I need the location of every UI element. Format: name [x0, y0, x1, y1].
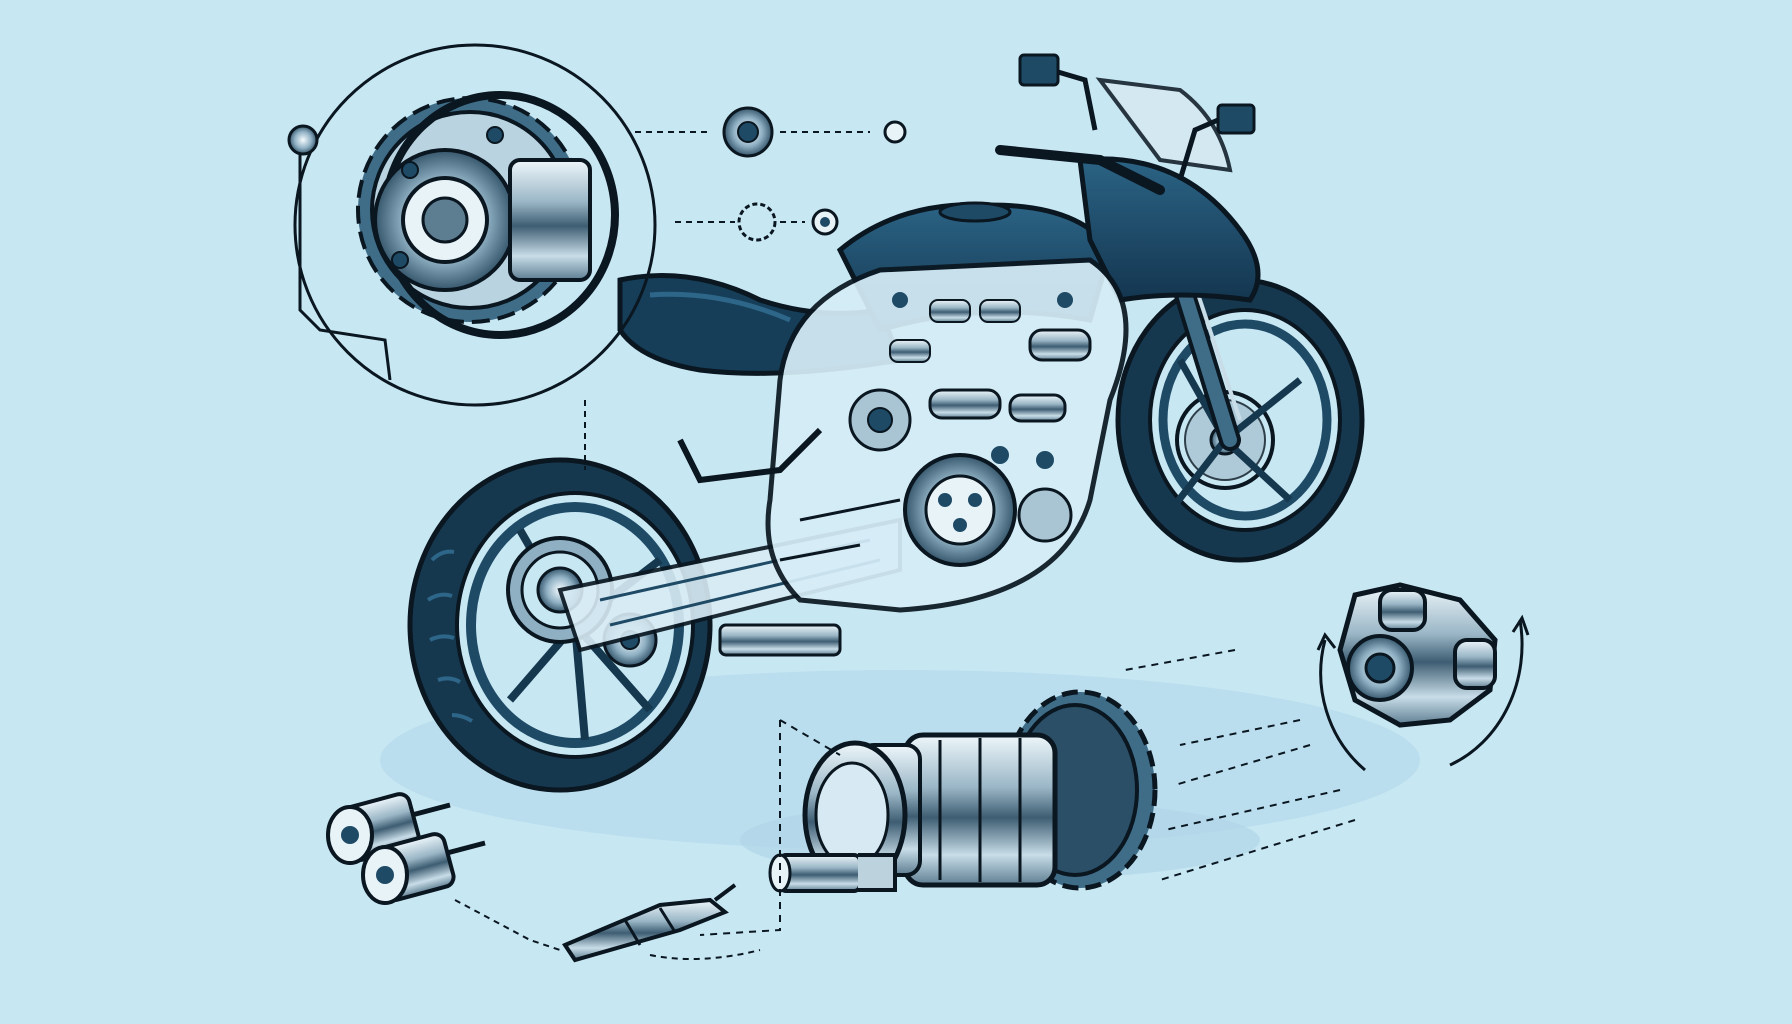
- bushing-pair: [326, 792, 561, 951]
- pin-part: [561, 883, 761, 963]
- engine-internals: [677, 292, 1092, 567]
- sprocket-detail-callout: [287, 43, 657, 470]
- motorcycle: [407, 53, 1365, 793]
- small-parts-top: [635, 106, 907, 242]
- leader-lines: [699, 649, 1356, 936]
- drum-shaft-assembly: [768, 689, 1158, 893]
- hub-part-callout: [1316, 582, 1530, 772]
